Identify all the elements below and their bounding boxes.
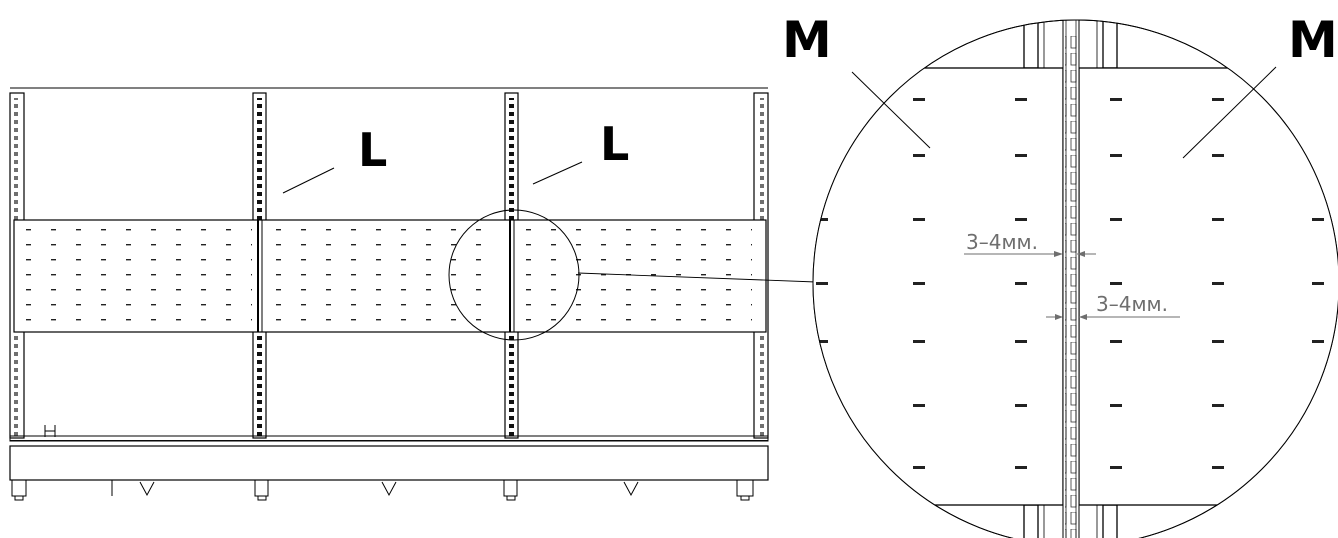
dimension-upper-label: 3–4мм.	[966, 230, 1038, 254]
panel-left	[813, 67, 1064, 506]
dimension-lower-label: 3–4мм.	[1096, 292, 1168, 316]
label-panel-right: M	[1288, 11, 1338, 69]
label-post-left: L	[358, 123, 387, 177]
detail-circle	[448, 209, 580, 341]
leader-line	[577, 272, 817, 283]
enlarged-detail: 3–4мм. 3–4мм.	[812, 19, 1338, 538]
plinth	[9, 445, 769, 481]
dimension-upper	[964, 251, 1096, 257]
front-view	[9, 87, 817, 501]
base-strip	[9, 435, 769, 442]
dimension-lower	[1046, 314, 1180, 320]
perforations	[816, 98, 1324, 469]
label-panel-left: M	[782, 11, 832, 69]
label-post-right: L	[600, 117, 629, 171]
